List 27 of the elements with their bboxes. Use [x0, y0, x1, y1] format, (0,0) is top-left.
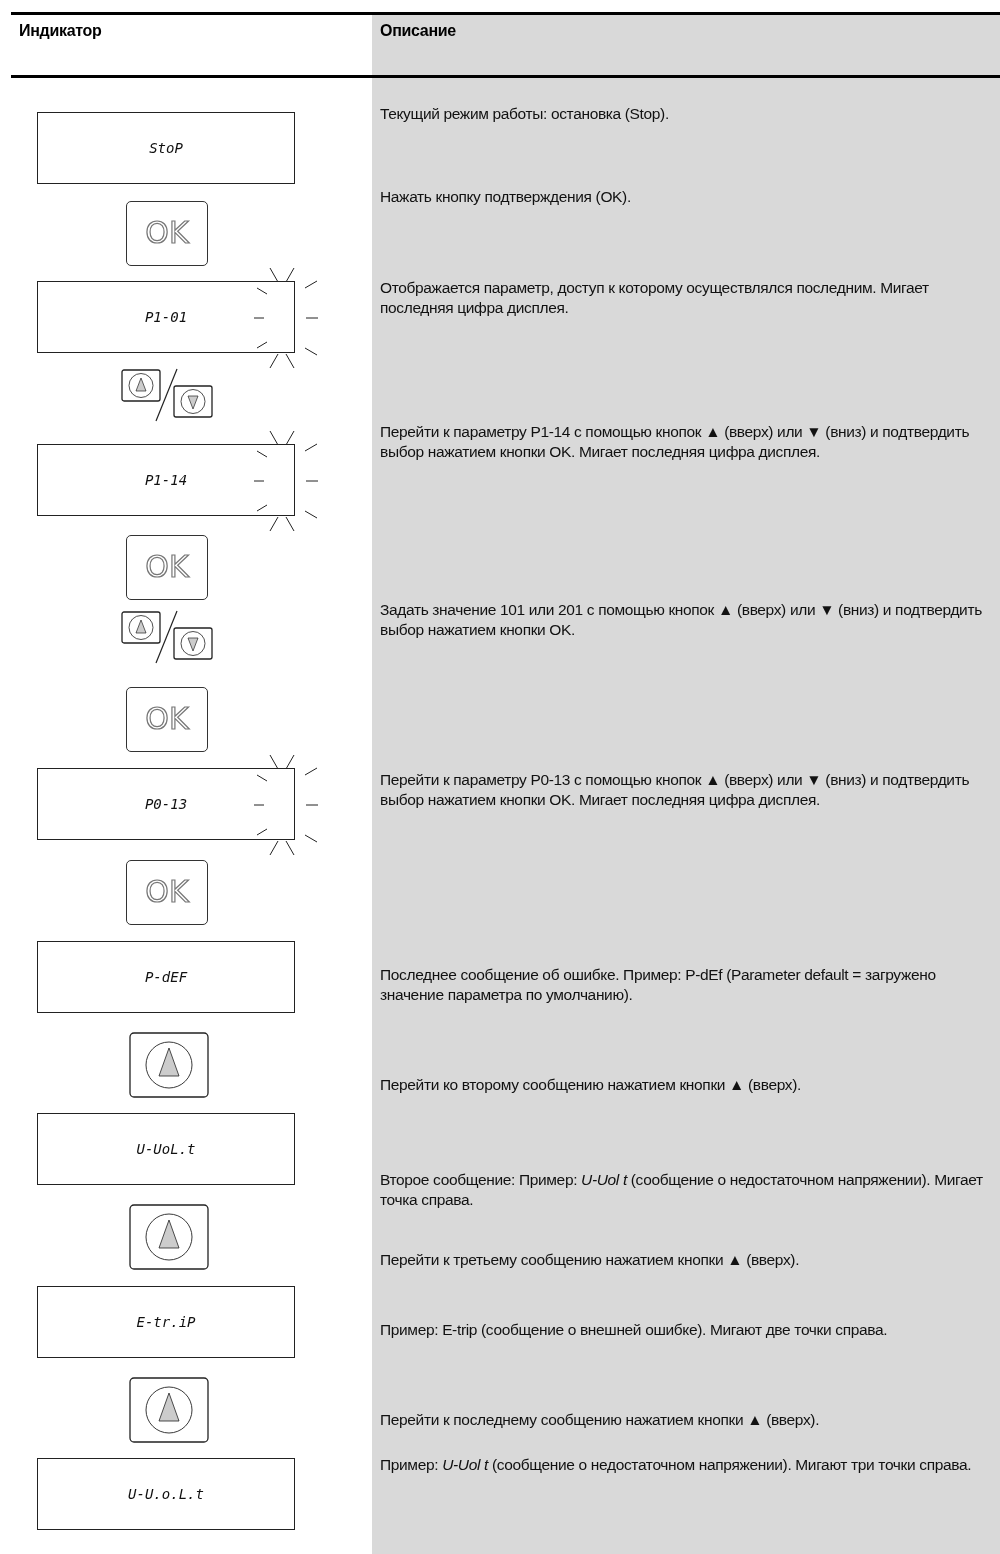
- lcd-display: U-UoL.t: [37, 1113, 295, 1185]
- description-text: Пример: U-Uol t (сообщение о недостаточном напряжении). Мигают три точки справа.: [380, 1455, 973, 1475]
- lcd-display: P1-14: [37, 444, 295, 516]
- ok-button: OK: [126, 535, 208, 600]
- lcd-display: P0-13: [37, 768, 295, 840]
- ok-button: OK: [126, 201, 208, 266]
- description-text: Перейти к последнему сообщению нажатием кнопки ▲ (вверх).: [380, 1410, 821, 1430]
- description-text: Задать значение 101 или 201 с помощью кнопок ▲ (вверх) или ▼ (вниз) и подтвердить выбор нажатием кнопки OK.: [380, 600, 983, 640]
- lcd-display: U-U.o.L.t: [37, 1458, 295, 1530]
- description-text: Пример: E-trip (сообщение о внешней ошибке). Мигают две точки справа.: [380, 1320, 889, 1340]
- column-header: Описание: [380, 22, 456, 40]
- description-text: Нажать кнопку подтверждения (OK).: [380, 187, 632, 207]
- description-text: Перейти к параметру P1-14 с помощью кнопок ▲ (вверх) или ▼ (вниз) и подтвердить выбор нажатием кнопки OK. Мигает последняя цифра дисплея.: [380, 422, 971, 462]
- column-header: Индикатор: [19, 22, 102, 40]
- lcd-display: P1-01: [37, 281, 295, 353]
- ok-button: OK: [126, 860, 208, 925]
- ok-button: OK: [126, 687, 208, 752]
- lcd-display: P-dEF: [37, 941, 295, 1013]
- lcd-display: StoP: [37, 112, 295, 184]
- lcd-display: E-tr.iP: [37, 1286, 295, 1358]
- description-text: Последнее сообщение об ошибке. Пример: P-dEf (Parameter default = загружено значение параметра по умолчанию).: [380, 965, 937, 1005]
- description-text: Перейти к третьему сообщению нажатием кнопки ▲ (вверх).: [380, 1250, 801, 1270]
- description-text: Второе сообщение: Пример: U-Uol t (сообщение о недостаточном напряжении). Мигает точка справа.: [380, 1170, 984, 1210]
- description-text: Перейти ко второму сообщению нажатием кнопки ▲ (вверх).: [380, 1075, 802, 1095]
- description-text: Перейти к параметру P0-13 с помощью кнопок ▲ (вверх) или ▼ (вниз) и подтвердить выбор нажатием кнопки OK. Мигает последняя цифра дисплея.: [380, 770, 971, 810]
- description-text: Отображается параметр, доступ к которому осуществлялся последним. Мигает последняя цифра дисплея.: [380, 278, 930, 318]
- description-text: Текущий режим работы: остановка (Stop).: [380, 104, 670, 124]
